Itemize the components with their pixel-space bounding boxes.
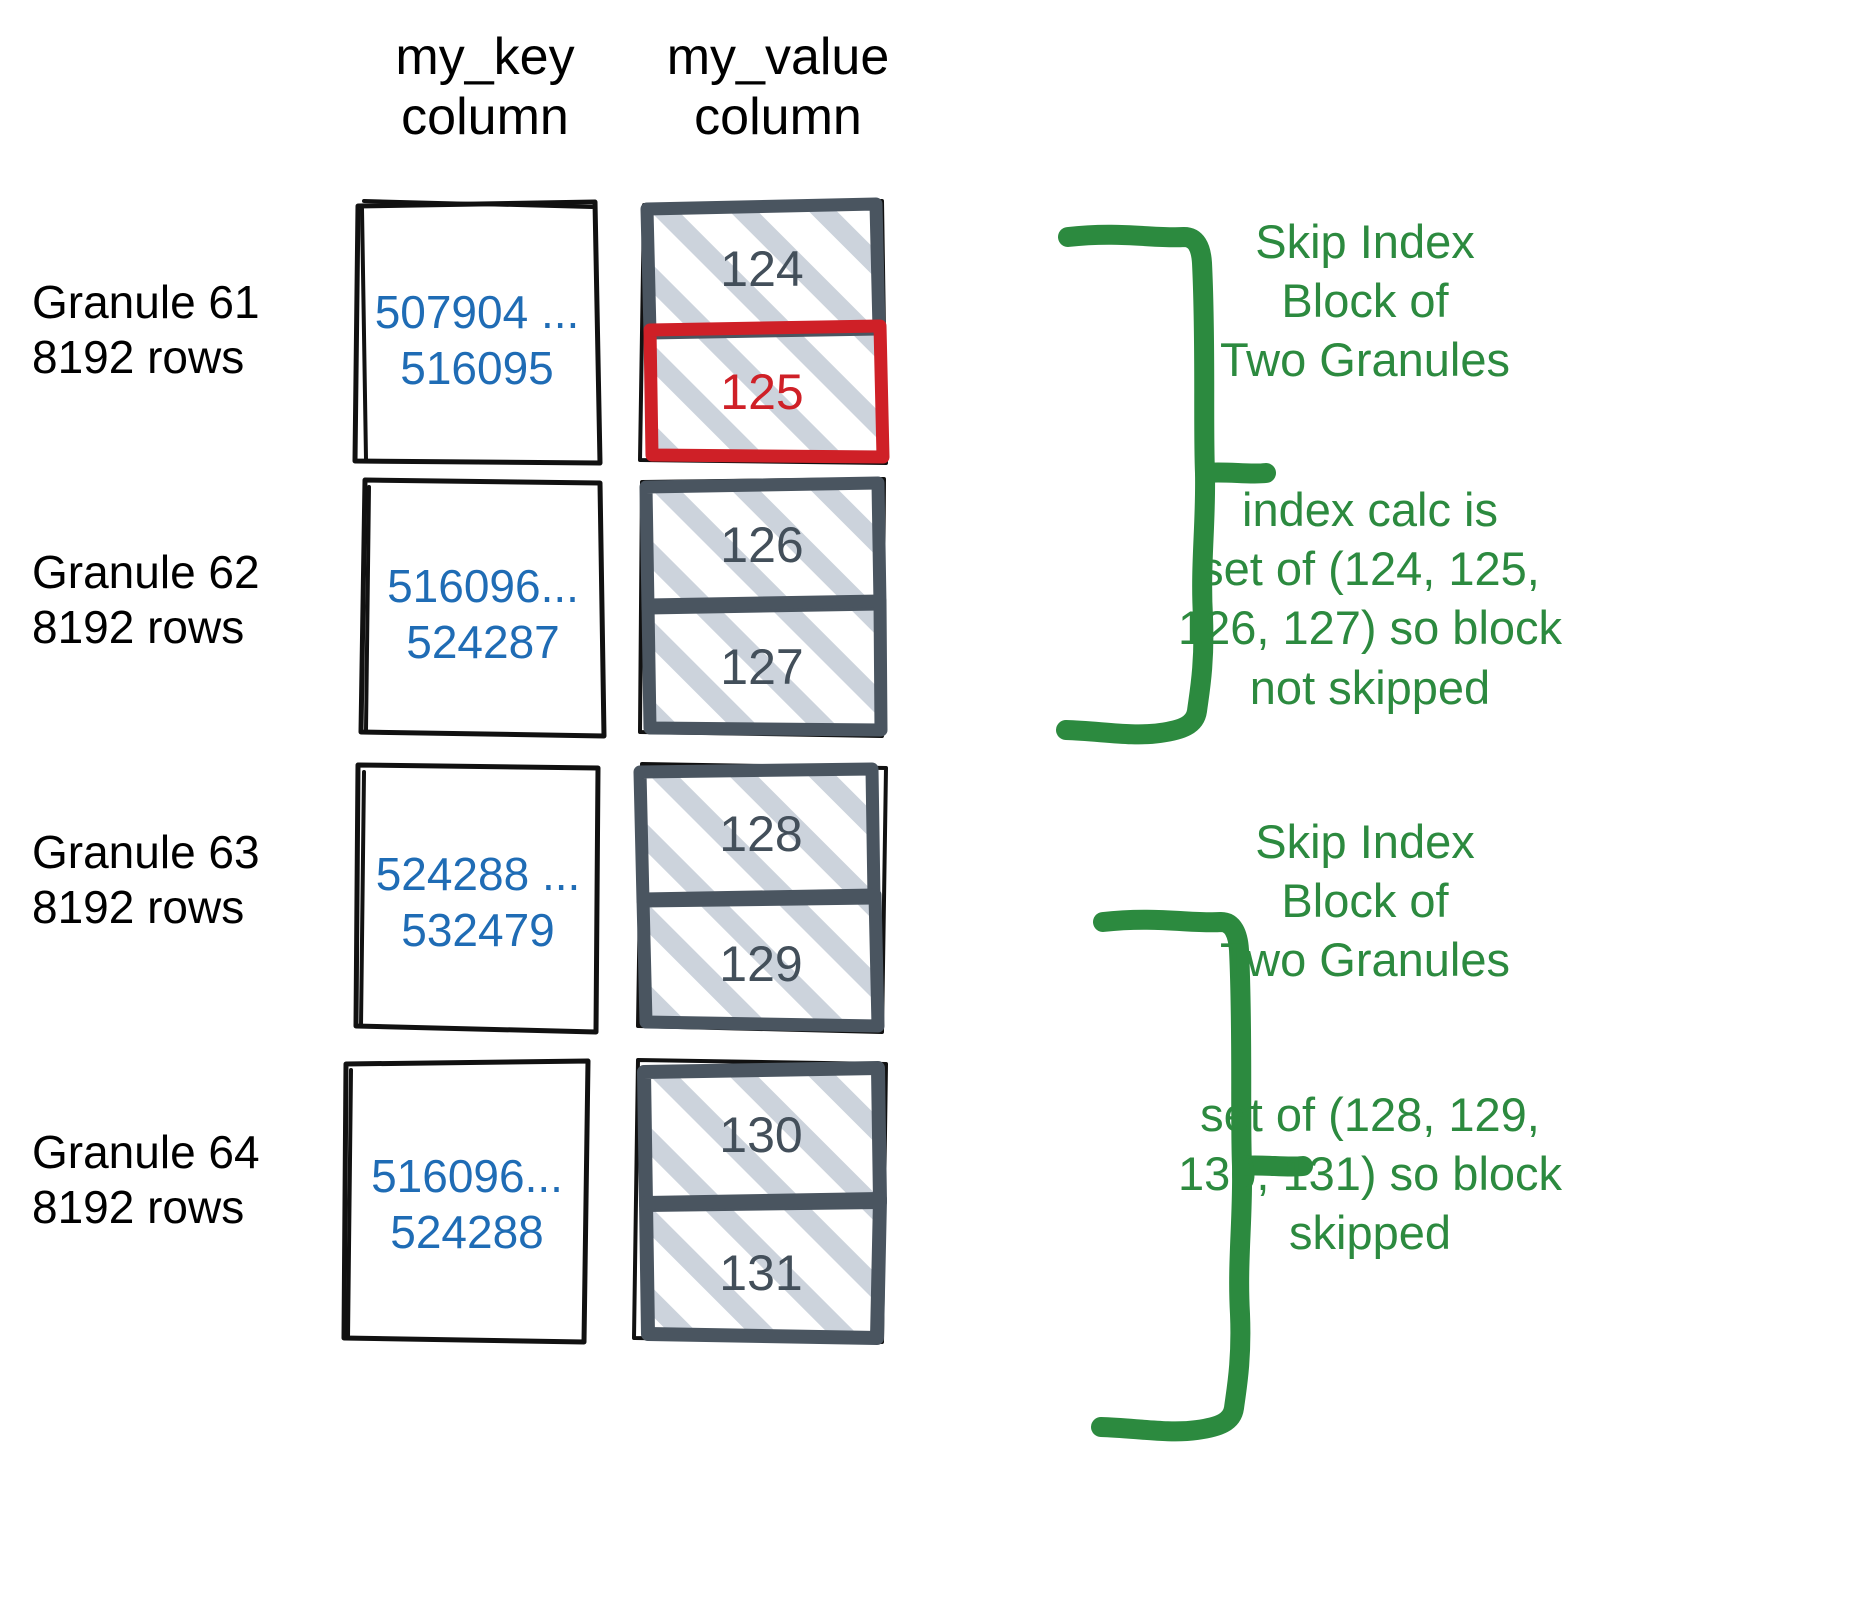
key-box-granule-64: 516096... 524288 bbox=[340, 1056, 594, 1346]
my-value-column-header: my_value column bbox=[666, 28, 890, 146]
skip-index-bracket-top bbox=[1056, 224, 1276, 745]
annotation-skip-index-block-top: Skip Index Block of Two Granules bbox=[1220, 215, 1510, 387]
value-cell-131: 131 bbox=[719, 1245, 803, 1301]
value-cell-128: 128 bbox=[719, 806, 803, 862]
key-range-granule-61: 507904 ... 516095 bbox=[374, 286, 580, 395]
value-box-granule-61: 124 125 bbox=[636, 197, 890, 467]
value-cell-125: 125 bbox=[720, 364, 804, 420]
key-box-granule-62: 516096... 524287 bbox=[358, 474, 608, 740]
my-key-column-header: my_key column bbox=[395, 28, 575, 146]
annotation-index-calc-not-skipped: index calc is set of (124, 125, 126, 127… bbox=[1177, 483, 1563, 714]
annotation-skip-index-block-bottom: Skip Index Block of Two Granules bbox=[1220, 815, 1510, 987]
key-box-granule-63: 524288 ... 532479 bbox=[352, 758, 604, 1036]
annotation-index-calc-skipped: set of (128, 129, 130, 131) so block ski… bbox=[1177, 1088, 1563, 1260]
value-box-granule-62: 126 127 bbox=[636, 474, 888, 740]
granule-label-61: Granule 61 8192 rows bbox=[32, 276, 260, 384]
value-cell-124: 124 bbox=[720, 241, 804, 297]
key-range-granule-62: 516096... 524287 bbox=[387, 560, 579, 669]
granule-label-62: Granule 62 8192 rows bbox=[32, 546, 260, 654]
value-cell-126: 126 bbox=[720, 517, 804, 573]
value-box-granule-64: 130 131 bbox=[630, 1056, 892, 1346]
value-cell-127: 127 bbox=[720, 639, 804, 695]
granule-label-63: Granule 63 8192 rows bbox=[32, 826, 260, 934]
value-cell-130: 130 bbox=[719, 1107, 803, 1163]
value-cell-129: 129 bbox=[719, 936, 803, 992]
key-box-granule-61: 507904 ... 516095 bbox=[352, 197, 603, 467]
skip-index-bracket-bottom bbox=[1091, 909, 1313, 1442]
key-range-granule-63: 524288 ... 532479 bbox=[375, 848, 581, 957]
value-box-granule-63: 128 129 bbox=[632, 758, 890, 1036]
key-range-granule-64: 516096... 524288 bbox=[371, 1150, 563, 1259]
granule-label-64: Granule 64 8192 rows bbox=[32, 1126, 260, 1234]
